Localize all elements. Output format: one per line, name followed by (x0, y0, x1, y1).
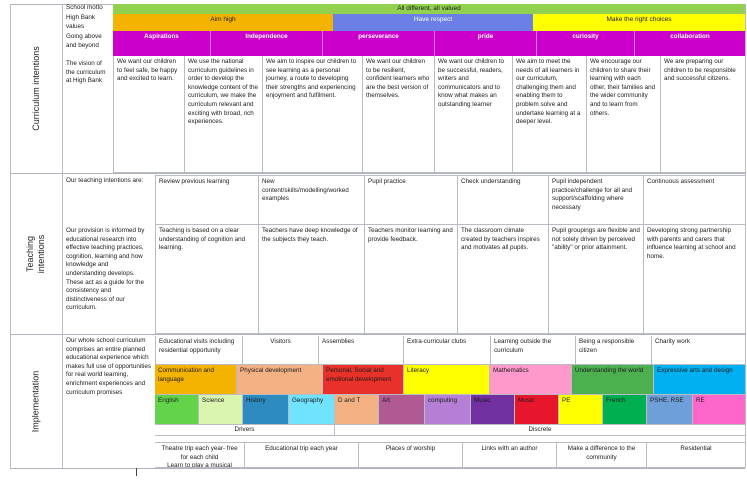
teaching-detail: Developing strong partnership with paren… (644, 225, 745, 334)
value-perseverance: perseverance (323, 31, 435, 56)
vision-item: We aim to inspire our children to see le… (263, 56, 363, 173)
value-aspirations: Aspirations (113, 31, 211, 56)
vision-item: We want our children to be successful, r… (435, 56, 513, 173)
subject-science: Science (199, 395, 243, 425)
value-pride: pride (435, 31, 537, 56)
teaching-step: Continuous assessment (644, 175, 745, 225)
section-title: Curriculum intentions (30, 46, 41, 131)
enrichment-item: Assemblies (319, 336, 404, 365)
area-expressive-arts: Expressive arts and design (654, 365, 745, 395)
implementation-intro: Our whole school curriculum comprises an… (66, 337, 152, 396)
teaching-step: New content/skills/modelling/worked exam… (259, 175, 365, 225)
subject-music: Music (471, 395, 515, 425)
vision-item: We use the national curriculum guideline… (185, 56, 263, 173)
subject-french: French (603, 395, 647, 425)
vision-item: We want our children to be resilient, co… (363, 56, 435, 173)
enrichment-item: Being a responsible citizen (576, 336, 652, 365)
section-implementation: Implementation (10, 334, 62, 468)
promise-item: Make a difference to the community (557, 442, 647, 468)
subject-art: Art (379, 395, 425, 425)
subject-history: History (243, 395, 289, 425)
vision-item: We aim to meet the needs of all learners… (513, 56, 587, 173)
subject-pe: PE (559, 395, 603, 425)
teaching-detail: Teachers monitor learning and provide fe… (365, 225, 458, 334)
enrichment-item: Extra-curricular clubs (404, 336, 491, 365)
subject-pshe-rse: PSHE, RSE (647, 395, 693, 425)
teaching-intro: Our teaching intentions are: (66, 177, 144, 184)
school-motto-label: School motto (66, 4, 103, 11)
enrichment-item: Visitors (243, 336, 319, 365)
promise-item: Educational trip each year (245, 442, 359, 468)
enrichment-item: Educational visits including residential… (155, 336, 243, 365)
promise-item: Theatre trip each year- free for each ch… (155, 442, 245, 468)
promise-item: Links with an author (463, 442, 557, 468)
subject-music-2: Music (515, 395, 559, 425)
section-title: Teaching intentions (25, 234, 46, 273)
enrichment-item: Learning outside the curriculum (491, 336, 576, 365)
teaching-step: Review previous learning (155, 175, 259, 225)
promise-item: Places of worship (359, 442, 463, 468)
vision-item: We are preparing our children to be resp… (661, 56, 745, 173)
vision-item: We encourage our children to share their… (587, 56, 661, 173)
teaching-step: Pupil independent practice/challenge for… (549, 175, 644, 225)
school-motto-bar: All different, all valued (113, 4, 745, 14)
section-title: Implementation (30, 370, 41, 432)
area-understanding-world: Understanding the world (572, 365, 654, 395)
value-aim-high: Aim high (113, 14, 333, 31)
vision-item: We want our children to feel safe, be ha… (113, 56, 185, 173)
teaching-detail: Pupil groupings are flexible and not sol… (549, 225, 644, 334)
section-teaching-intentions: Teaching intentions (10, 173, 62, 334)
teaching-detail: The classroom climate created by teacher… (458, 225, 549, 334)
high-bank-values-label: High Bank values (66, 14, 96, 30)
drivers-label: Drivers (155, 425, 335, 436)
promise-item: Residential (647, 442, 745, 468)
going-above-label: Going above and beyond (66, 33, 102, 49)
area-physical: Physical development (237, 365, 323, 395)
subject-computing: computing (425, 395, 471, 425)
area-mathematics: Mathematics (490, 365, 572, 395)
value-curiosity: curiosity (537, 31, 635, 56)
teaching-step: Pupil practice (365, 175, 458, 225)
teaching-detail: Teaching is based on a clear understandi… (155, 225, 259, 334)
area-communication: Communication and language (155, 365, 237, 395)
vision-label: The vision of the curriculum at High Ban… (66, 60, 106, 85)
subject-dt: D and T (335, 395, 379, 425)
teaching-research: Our provision is informed by educational… (66, 227, 145, 312)
value-right-choices: Make the right choices (533, 14, 745, 31)
value-have-respect: Have respect (333, 14, 533, 31)
section-curriculum-intentions: Curriculum intentions (10, 4, 62, 173)
teaching-detail: Teachers have deep knowledge of the subj… (259, 225, 365, 334)
subject-english: English (155, 395, 199, 425)
value-collaboration: collaboration (670, 33, 710, 40)
area-pse: Personal, Social and emotional developme… (323, 365, 404, 395)
value-independence: Independence (211, 31, 323, 56)
teaching-step: Check understanding (458, 175, 549, 225)
enrichment-item: Charity work (652, 336, 745, 365)
subject-geography: Geography (289, 395, 335, 425)
subject-re: RE (693, 395, 745, 425)
discrete-label: Discrete (335, 425, 745, 436)
area-literacy: Literacy (404, 365, 490, 395)
